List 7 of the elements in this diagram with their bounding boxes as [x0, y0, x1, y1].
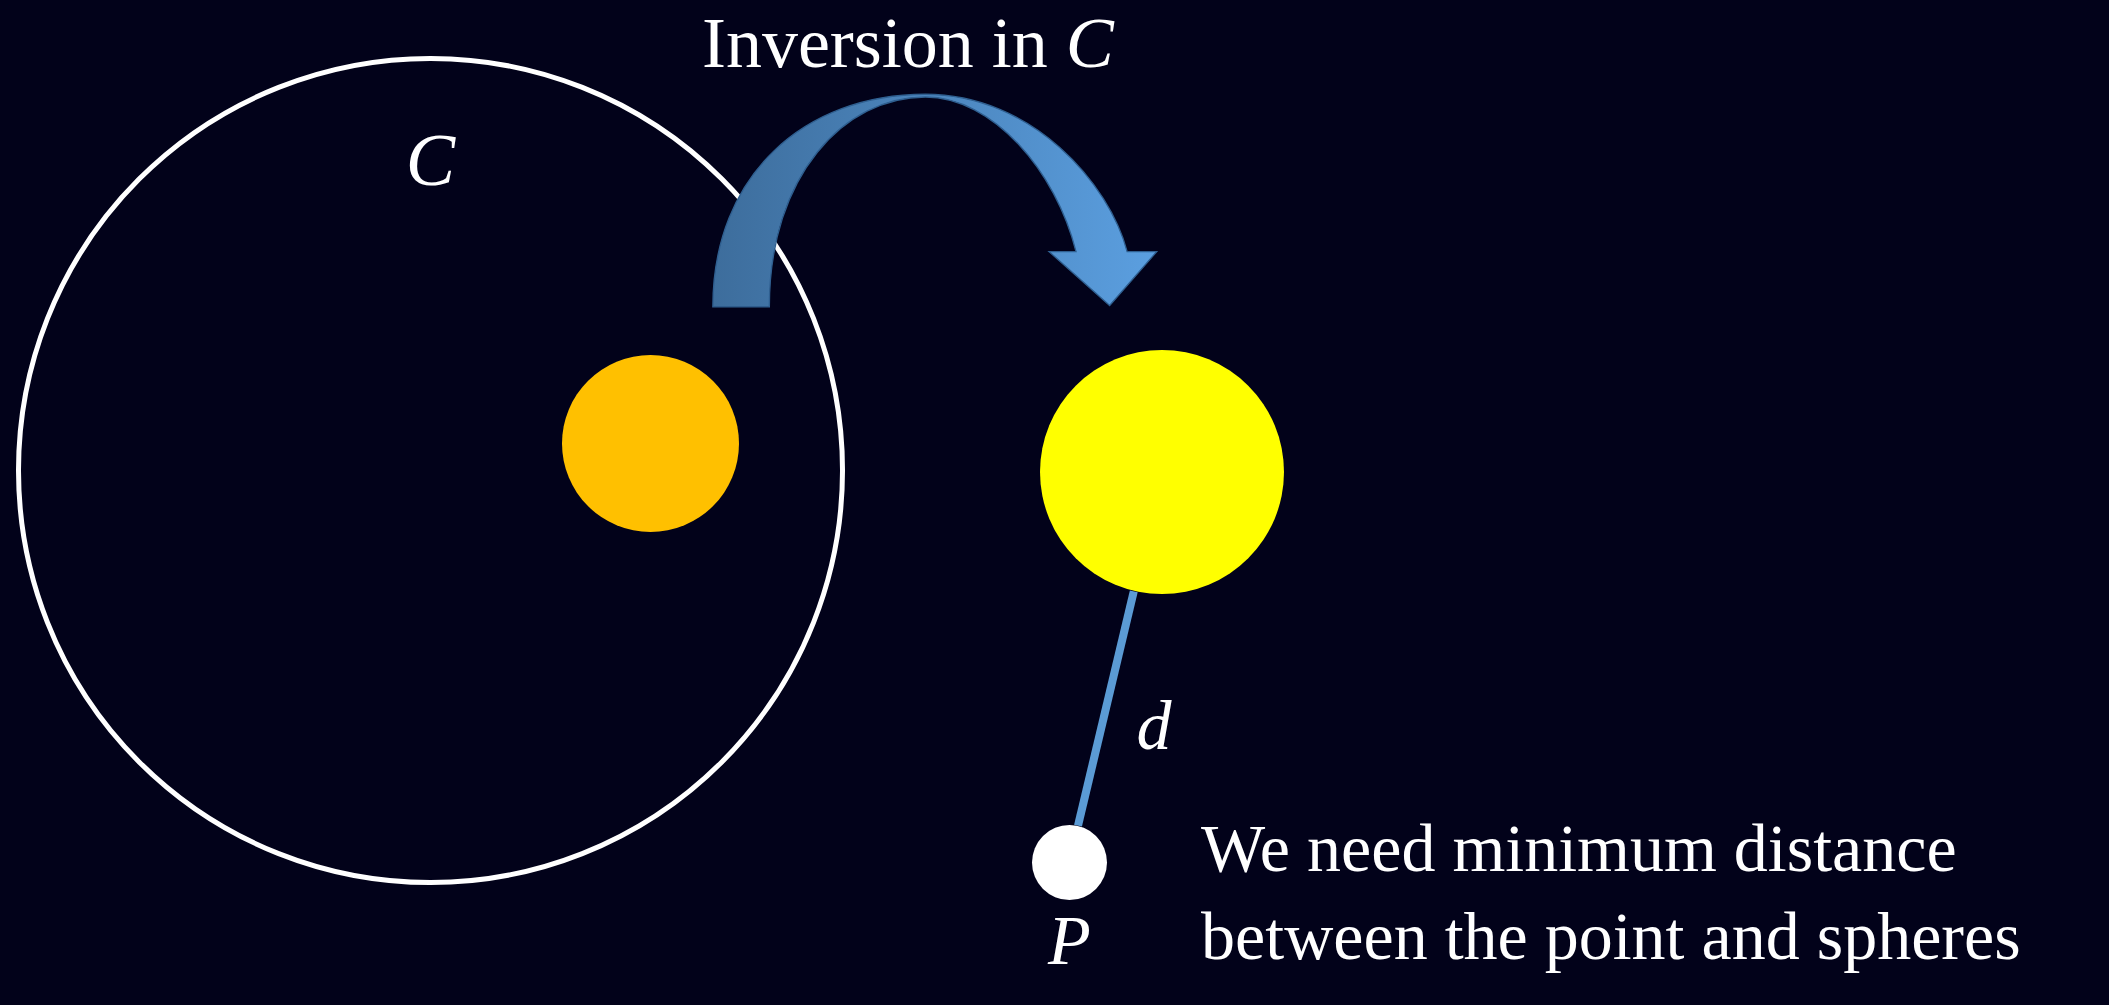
edge-label: d [1136, 691, 1172, 762]
point-label: P [1047, 905, 1091, 976]
curved-block-arrow [712, 93, 1158, 308]
circle-label: C [405, 123, 456, 198]
edge-label: Inversion in C [701, 7, 1114, 80]
connector-line [1074, 590, 1138, 827]
note-text: We need minimum distance between the point and spheres [1201, 809, 2022, 977]
